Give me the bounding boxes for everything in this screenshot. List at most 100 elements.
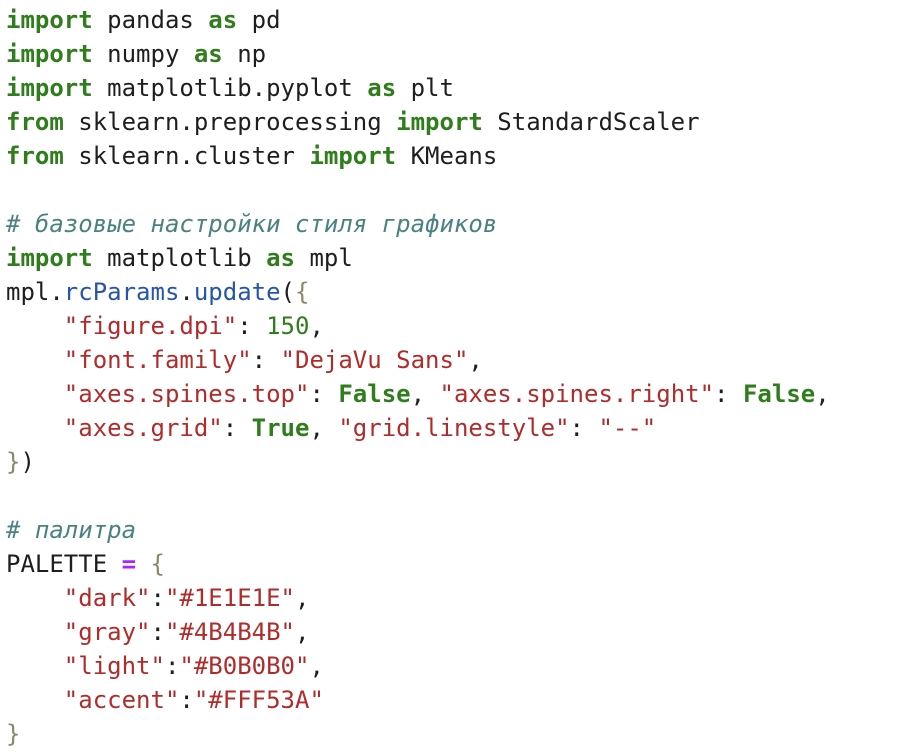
code-text: plt xyxy=(396,74,454,102)
code-text: mpl. xyxy=(6,278,64,306)
code-line xyxy=(6,173,900,207)
keyword: import xyxy=(6,6,93,34)
keyword: import xyxy=(6,40,93,68)
code-line: from sklearn.preprocessing import Standa… xyxy=(6,105,900,139)
comment: # палитра xyxy=(6,516,137,544)
attribute-name: update xyxy=(193,278,281,306)
keyword: import xyxy=(309,142,397,170)
code-text xyxy=(6,652,64,680)
keyword: from xyxy=(6,108,64,136)
string-literal: "light" xyxy=(63,652,165,680)
code-text: : xyxy=(251,346,281,374)
keyword: as xyxy=(208,6,238,34)
code-text: : xyxy=(164,652,180,680)
string-literal: "axes.grid" xyxy=(63,414,223,442)
code-text xyxy=(6,618,64,646)
code-text: sklearn.cluster xyxy=(63,142,310,170)
keyword: import xyxy=(396,108,483,136)
code-text: : xyxy=(714,380,743,408)
code-text: . xyxy=(179,278,194,306)
code-line: } xyxy=(6,717,900,751)
code-line: # палитра xyxy=(6,513,900,547)
string-literal: "#FFF53A" xyxy=(193,686,324,714)
string-literal: "DejaVu Sans" xyxy=(280,346,469,374)
code-text: mpl xyxy=(295,244,353,272)
code-line: PALETTE = { xyxy=(6,547,900,581)
code-line: "font.family": "DejaVu Sans", xyxy=(6,343,900,377)
code-text: : xyxy=(222,414,252,442)
code-line: import matplotlib.pyplot as plt xyxy=(6,71,900,105)
code-text: , xyxy=(815,380,830,408)
code-text: , xyxy=(309,312,324,340)
code-text: , xyxy=(309,414,339,442)
brace: { xyxy=(295,278,310,306)
code-text xyxy=(6,380,64,408)
code-line: "axes.grid": True, "grid.linestyle": "--… xyxy=(6,411,900,445)
code-text: matplotlib.pyplot xyxy=(92,74,368,102)
string-literal: "#1E1E1E" xyxy=(164,584,295,612)
code-text: : xyxy=(150,584,165,612)
string-literal: "#B0B0B0" xyxy=(179,652,310,680)
code-text: np xyxy=(222,40,267,68)
code-text: : xyxy=(237,312,267,340)
string-literal: "--" xyxy=(598,414,657,442)
operator: = xyxy=(121,550,137,578)
keyword: False xyxy=(742,380,816,408)
code-text: : xyxy=(179,686,194,714)
string-literal: "axes.spines.right" xyxy=(439,380,715,408)
code-line: import pandas as pd xyxy=(6,3,900,37)
code-line: # базовые настройки стиля графиков xyxy=(6,207,900,241)
number-literal: 150 xyxy=(266,312,310,340)
keyword: import xyxy=(6,74,93,102)
code-line: import numpy as np xyxy=(6,37,900,71)
code-line: "axes.spines.top": False, "axes.spines.r… xyxy=(6,377,900,411)
code-text: numpy xyxy=(92,40,194,68)
code-text: matplotlib xyxy=(92,244,267,272)
code-line: from sklearn.cluster import KMeans xyxy=(6,139,900,173)
code-text: sklearn.preprocessing xyxy=(63,108,397,136)
keyword: as xyxy=(367,74,397,102)
keyword: as xyxy=(193,40,223,68)
code-line: "figure.dpi": 150, xyxy=(6,309,900,343)
keyword: as xyxy=(266,244,295,272)
code-text: , xyxy=(468,346,483,374)
code-text: : xyxy=(569,414,599,442)
string-literal: "grid.linestyle" xyxy=(338,414,570,442)
code-text: , xyxy=(410,380,440,408)
code-line xyxy=(6,479,900,513)
keyword: True xyxy=(251,414,310,442)
string-literal: "gray" xyxy=(63,618,151,646)
code-text: PALETTE xyxy=(6,550,122,578)
code-text: KMeans xyxy=(396,142,498,170)
code-line: "accent":"#FFF53A" xyxy=(6,683,900,717)
code-text xyxy=(6,584,64,612)
brace: { xyxy=(150,550,165,578)
code-text xyxy=(6,686,64,714)
code-line: "light":"#B0B0B0", xyxy=(6,649,900,683)
code-text: pd xyxy=(237,6,281,34)
brace: } xyxy=(6,720,21,748)
string-literal: "font.family" xyxy=(63,346,252,374)
string-literal: "axes.spines.top" xyxy=(63,380,310,408)
keyword: False xyxy=(338,380,411,408)
code-text: , xyxy=(295,584,310,612)
code-text: : xyxy=(309,380,339,408)
keyword: from xyxy=(6,142,64,170)
code-line: import matplotlib as mpl xyxy=(6,241,900,275)
code-text xyxy=(6,414,64,442)
brace: } xyxy=(6,448,21,476)
string-literal: "figure.dpi" xyxy=(63,312,238,340)
code-text: ) xyxy=(20,448,35,476)
comment: # базовые настройки стиля графиков xyxy=(6,210,498,238)
code-text: StandardScaler xyxy=(482,108,700,136)
code-text: , xyxy=(309,652,324,680)
keyword: import xyxy=(6,244,93,272)
string-literal: "accent" xyxy=(63,686,180,714)
code-text xyxy=(6,346,64,374)
code-text: , xyxy=(295,618,310,646)
string-literal: "dark" xyxy=(63,584,151,612)
code-line: mpl.rcParams.update({ xyxy=(6,275,900,309)
code-text xyxy=(6,312,64,340)
string-literal: "#4B4B4B" xyxy=(164,618,295,646)
